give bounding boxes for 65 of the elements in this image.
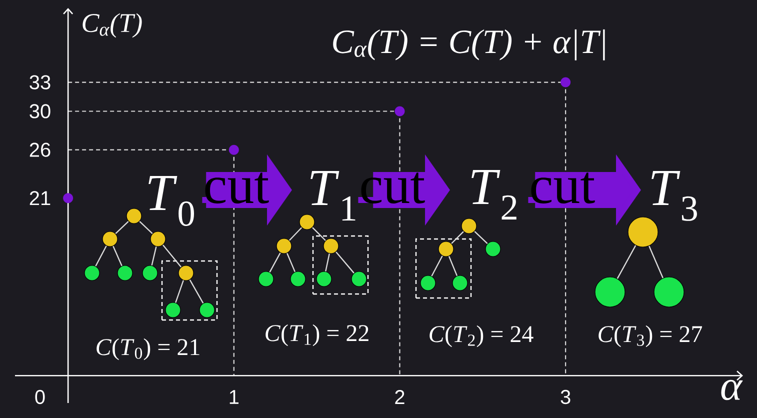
dashed-box bbox=[161, 260, 218, 321]
tree-node bbox=[102, 231, 118, 247]
tree-node bbox=[178, 265, 194, 281]
tree-node bbox=[290, 271, 306, 287]
cost-label: C(T$_{3}$) = 27 bbox=[598, 325, 702, 348]
tree-label: T$_{0}$ bbox=[148, 176, 194, 226]
branch-line bbox=[325, 254, 330, 272]
branch-line bbox=[448, 256, 458, 276]
tree-node bbox=[351, 271, 367, 287]
tree-node bbox=[258, 271, 274, 287]
branch-line bbox=[431, 256, 443, 276]
tree-node bbox=[461, 218, 477, 234]
axis-label: α bbox=[721, 380, 743, 400]
tree-label: T$_{2}$ bbox=[472, 170, 516, 220]
y-tick-label: 30 bbox=[30, 104, 50, 118]
branch-line bbox=[648, 246, 664, 278]
tree-node bbox=[485, 241, 501, 257]
tree-label: T$_{1}$ bbox=[310, 170, 356, 220]
dashed-box bbox=[415, 238, 472, 299]
y-tick-label: 21 bbox=[30, 191, 50, 206]
branch-line bbox=[189, 279, 204, 304]
branch-line bbox=[269, 252, 281, 272]
x-tick-label: 3 bbox=[560, 390, 570, 404]
branch-line bbox=[175, 280, 184, 303]
axis-label: C$_{α}$(T) bbox=[82, 13, 142, 38]
cost-label: C(T$_{1}$) = 22 bbox=[266, 324, 368, 346]
branch-line bbox=[616, 245, 636, 279]
tree-node bbox=[165, 302, 181, 318]
branch-line bbox=[112, 246, 122, 266]
tree-node bbox=[199, 302, 215, 318]
tree-node bbox=[142, 265, 158, 281]
branch-line bbox=[151, 246, 157, 266]
tree-node bbox=[594, 276, 626, 308]
tree-node bbox=[150, 231, 166, 247]
tree-node bbox=[126, 208, 142, 224]
cost-label: C(T$_{2}$) = 24 bbox=[430, 325, 534, 348]
tree-node bbox=[323, 238, 339, 254]
branch-line bbox=[139, 220, 153, 234]
branch-line bbox=[95, 246, 107, 266]
y-tick-label: 33 bbox=[30, 75, 50, 90]
branch-line bbox=[115, 220, 129, 234]
branch-line bbox=[162, 244, 182, 268]
x-tick-label: 1 bbox=[230, 390, 238, 404]
y-tick-label: 26 bbox=[30, 142, 50, 157]
branch-line bbox=[286, 252, 296, 272]
branch-line bbox=[451, 231, 464, 244]
tree-node bbox=[628, 216, 658, 248]
tree-label: T$_{3}$ bbox=[652, 170, 697, 221]
branch-line bbox=[474, 230, 488, 244]
branch-line bbox=[312, 227, 326, 241]
tree-node bbox=[438, 241, 454, 257]
tree-node bbox=[299, 214, 315, 230]
cost-label: C(T$_{0}$) = 21 bbox=[96, 338, 200, 360]
tree-node bbox=[654, 276, 684, 308]
branch-line bbox=[288, 227, 302, 241]
tree-node bbox=[452, 275, 468, 291]
origin-label: 0 bbox=[35, 390, 45, 404]
tree-node bbox=[84, 265, 100, 281]
dashed-box bbox=[312, 235, 369, 295]
tree-node bbox=[420, 275, 436, 291]
formula: C$_{α}$(T) = C(T) + α|T| bbox=[333, 29, 605, 60]
tree-node bbox=[117, 265, 133, 281]
tree-node bbox=[316, 271, 332, 287]
x-tick-label: 2 bbox=[395, 390, 404, 404]
tree-node bbox=[276, 238, 292, 254]
